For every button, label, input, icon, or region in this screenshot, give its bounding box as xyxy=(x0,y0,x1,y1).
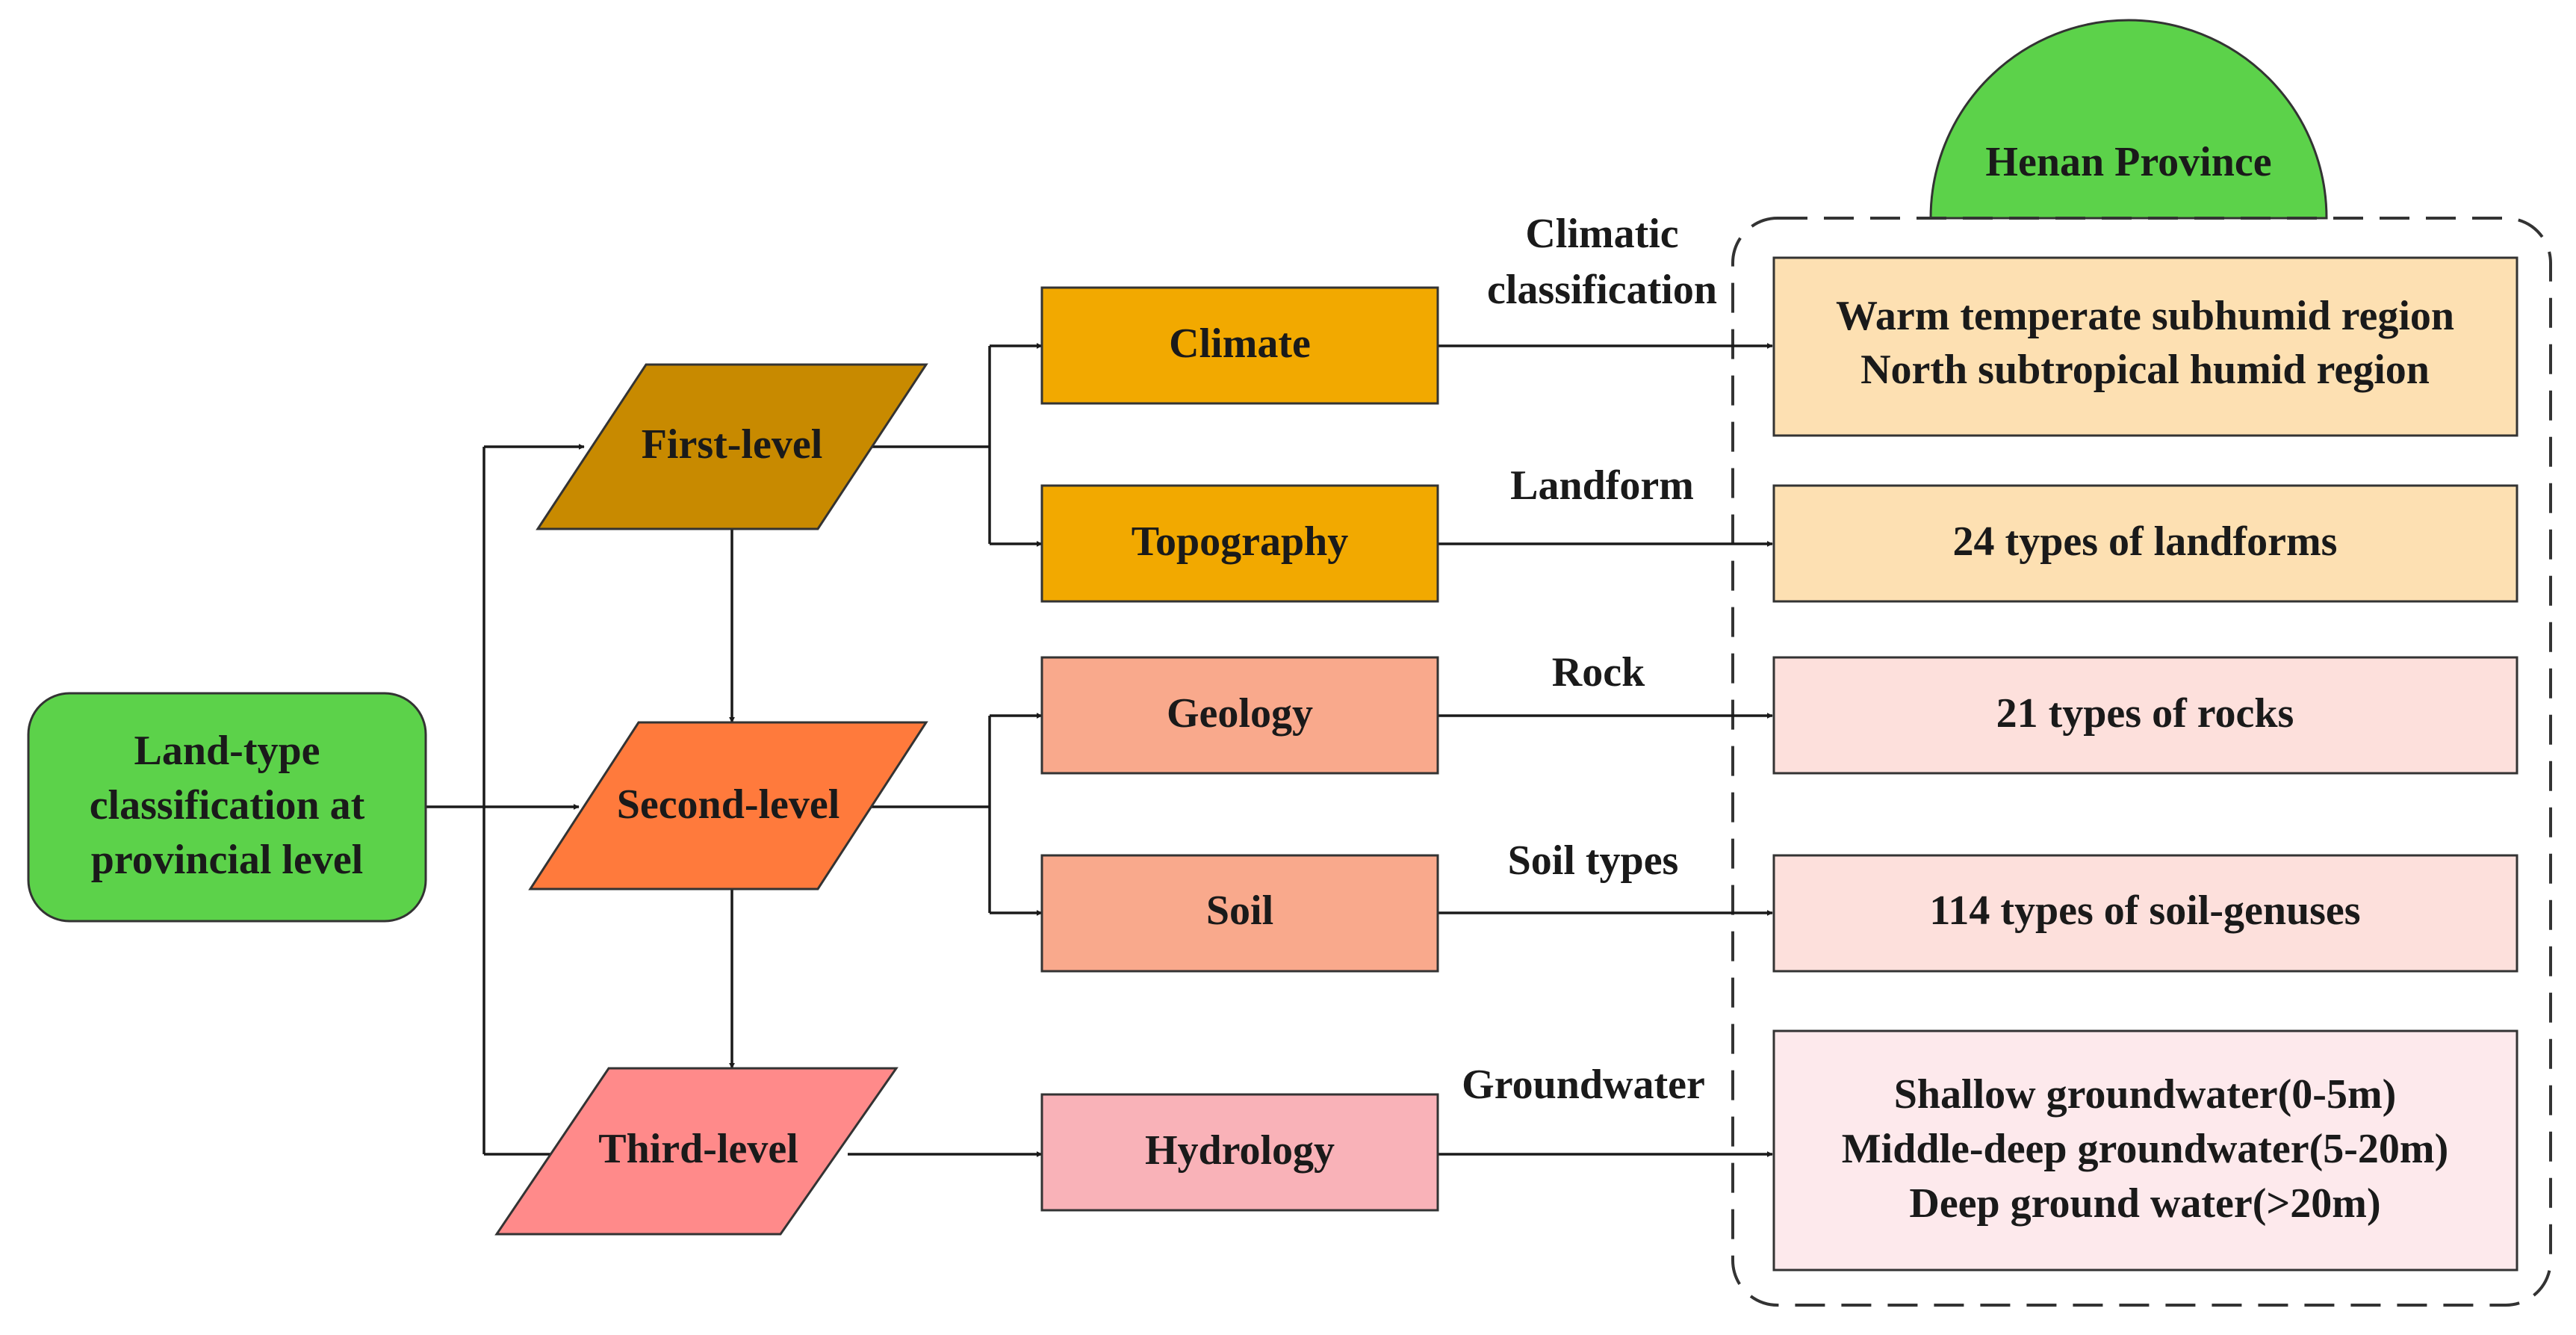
topography-label: Topography xyxy=(1132,518,1349,565)
hydrology-result-line: Shallow groundwater(0-5m) xyxy=(1894,1071,2397,1118)
climate-edge-label: classification xyxy=(1487,267,1717,313)
hydrology-edge-label: Groundwater xyxy=(1462,1062,1705,1108)
geology-label: Geology xyxy=(1167,690,1313,737)
hydrology-result-box xyxy=(1772,1029,2518,1271)
hydrology-box xyxy=(1040,1093,1439,1212)
climate-result-line: Warm temperate subhumid region xyxy=(1836,293,2454,339)
root-node-line: classification at xyxy=(90,782,365,828)
hydrology-result-line: Deep ground water(>20m) xyxy=(1909,1180,2380,1227)
result-climate: Warm temperate subhumid region North sub… xyxy=(1772,256,2518,437)
climate-edge-label: Climatic xyxy=(1525,211,1678,257)
soil-edge-label: Soil types xyxy=(1508,837,1679,884)
geology-edge-label: Rock xyxy=(1552,649,1645,696)
first-level-parallelogram xyxy=(536,363,928,530)
third-level-parallelogram xyxy=(494,1067,899,1236)
geology-result-box xyxy=(1772,656,2518,775)
province-label: Henan Province xyxy=(1985,139,2271,185)
result-soil: 114 types of soil-genuses xyxy=(1772,854,2518,973)
topography-box xyxy=(1040,484,1439,603)
climate-result-box xyxy=(1772,256,2518,437)
province-dome xyxy=(1929,19,2328,220)
climate-box xyxy=(1040,286,1439,405)
topography-result-line: 24 types of landforms xyxy=(1953,518,2338,565)
factor-topography: Topography xyxy=(1040,484,1439,603)
topography-edge-label: Landform xyxy=(1510,462,1694,509)
root-node: Land-type classification at provincial l… xyxy=(27,692,427,923)
soil-result-line: 114 types of soil-genuses xyxy=(1929,888,2360,934)
second-level-label: Second-level xyxy=(617,781,840,828)
soil-result-box xyxy=(1772,854,2518,973)
factor-soil: Soil xyxy=(1040,854,1439,973)
factor-hydrology: Hydrology xyxy=(1040,1093,1439,1212)
connector-lines xyxy=(426,343,1773,1157)
third-level-label: Third-level xyxy=(598,1126,798,1172)
factor-climate: Climate xyxy=(1040,286,1439,405)
level-node-first: First-level xyxy=(536,363,928,530)
province-region-dashed-frame xyxy=(1731,217,2552,1307)
climate-label: Climate xyxy=(1169,320,1311,367)
hydrology-result-line: Middle-deep groundwater(5-20m) xyxy=(1842,1126,2448,1172)
root-node-line: Land-type xyxy=(134,728,320,774)
hydrology-label: Hydrology xyxy=(1145,1127,1335,1174)
level-node-second: Second-level xyxy=(528,721,928,890)
root-node-box xyxy=(27,692,427,923)
second-level-parallelogram xyxy=(528,721,928,890)
result-geology: 21 types of rocks xyxy=(1772,656,2518,775)
geology-box xyxy=(1040,656,1439,775)
soil-label: Soil xyxy=(1206,888,1273,934)
result-topography: 24 types of landforms xyxy=(1772,484,2518,603)
soil-box xyxy=(1040,854,1439,973)
level-node-third: Third-level xyxy=(494,1067,899,1236)
first-level-label: First-level xyxy=(642,421,823,468)
topography-result-box xyxy=(1772,484,2518,603)
climate-result-line: North subtropical humid region xyxy=(1860,347,2430,393)
factor-geology: Geology xyxy=(1040,656,1439,775)
result-hydrology: Shallow groundwater(0-5m) Middle-deep gr… xyxy=(1772,1029,2518,1271)
root-node-line: provincial level xyxy=(91,837,364,883)
geology-result-line: 21 types of rocks xyxy=(1996,690,2294,737)
